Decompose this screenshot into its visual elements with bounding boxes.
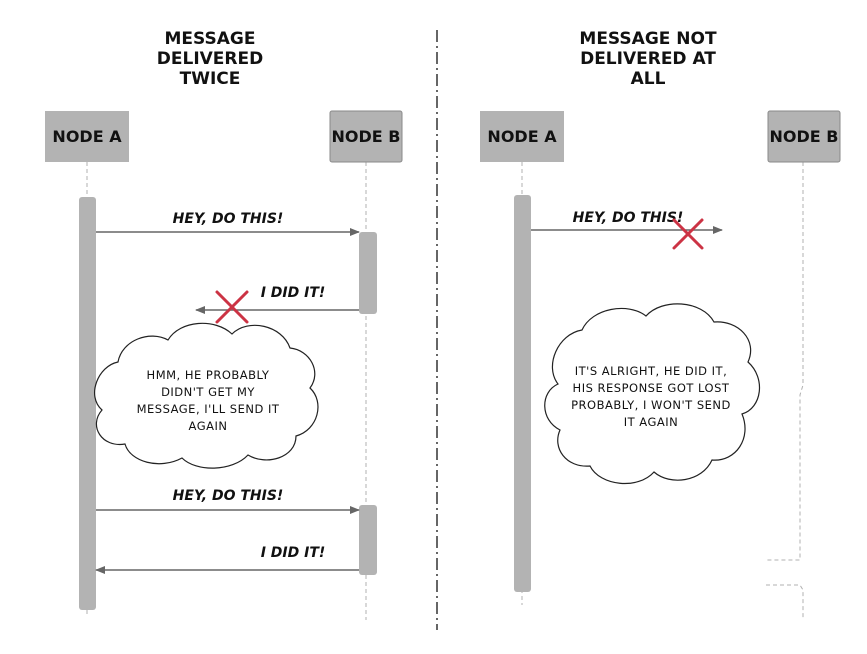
- right-thought-line-1: IT'S ALRIGHT, HE DID IT,: [575, 364, 727, 378]
- right-node-b-lifeline: [766, 162, 804, 620]
- left-title: MESSAGE DELIVERED TWICE: [157, 29, 263, 89]
- right-thought-cloud: IT'S ALRIGHT, HE DID IT, HIS RESPONSE GO…: [544, 303, 761, 485]
- right-thought-line-3: PROBABLY, I WON'T SEND: [571, 398, 731, 412]
- right-node-a: NODE A: [480, 111, 564, 162]
- left-title-line-3: TWICE: [180, 69, 241, 89]
- left-thought-line-3: MESSAGE, I'LL SEND IT: [137, 402, 280, 416]
- left-title-line-2: DELIVERED: [157, 49, 263, 69]
- right-thought-line-4: IT AGAIN: [624, 415, 679, 429]
- left-msg-3-label: HEY, DO THIS!: [173, 488, 284, 504]
- left-title-line-1: MESSAGE: [165, 29, 256, 49]
- right-lost-message-cross-icon: [672, 218, 704, 250]
- left-node-b-activation-2: [359, 505, 377, 575]
- right-msg-1-label: HEY, DO THIS!: [573, 210, 684, 226]
- right-node-a-activation: [514, 195, 531, 592]
- left-thought-line-4: AGAIN: [189, 419, 228, 433]
- right-node-b: NODE B: [767, 110, 841, 163]
- right-thought-line-2: HIS RESPONSE GOT LOST: [573, 381, 730, 395]
- right-panel: MESSAGE NOT DELIVERED AT ALL NODE A NODE…: [480, 29, 841, 620]
- left-lost-message-cross-icon: [215, 290, 249, 324]
- left-msg-2-label: I DID IT!: [261, 285, 326, 301]
- left-thought-cloud: HMM, HE PROBABLY DIDN'T GET MY MESSAGE, …: [93, 322, 319, 469]
- right-title-line-1: MESSAGE NOT: [579, 29, 717, 49]
- left-thought-line-1: HMM, HE PROBABLY: [147, 368, 270, 382]
- left-node-b-activation-1: [359, 232, 377, 314]
- left-node-a: NODE A: [45, 111, 129, 162]
- left-msg-1-label: HEY, DO THIS!: [173, 211, 284, 227]
- right-node-a-label: NODE A: [487, 127, 557, 146]
- left-node-b-label: NODE B: [332, 127, 401, 146]
- left-node-a-activation: [79, 197, 96, 610]
- right-title-line-2: DELIVERED AT: [580, 49, 716, 69]
- right-title: MESSAGE NOT DELIVERED AT ALL: [579, 29, 717, 89]
- left-thought-line-2: DIDN'T GET MY: [161, 385, 255, 399]
- right-node-b-label: NODE B: [770, 127, 839, 146]
- left-msg-4-label: I DID IT!: [261, 545, 326, 561]
- right-title-line-3: ALL: [631, 69, 666, 89]
- left-node-b: NODE B: [329, 110, 403, 163]
- left-node-a-label: NODE A: [52, 127, 122, 146]
- left-panel: MESSAGE DELIVERED TWICE NODE A NODE B HE…: [45, 29, 403, 620]
